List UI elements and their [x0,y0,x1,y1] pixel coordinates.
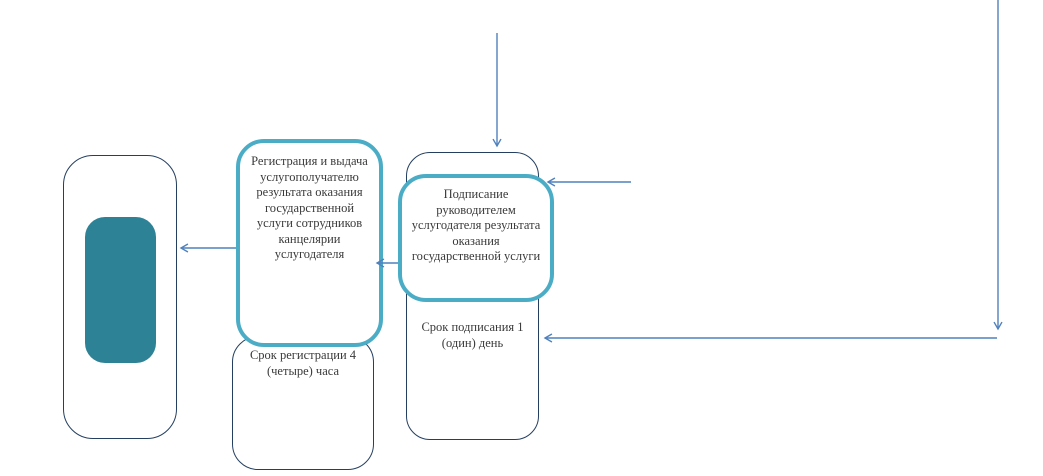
registration-duration-label: Срок регистрации 4 (четыре) часа [249,348,357,378]
signing-duration-label: Срок подписания 1 (один) день [421,320,524,350]
registration-node: Регистрация и выдача услугополучателю ре… [236,139,383,347]
signing-node: Подписание руководителем услугодателя ре… [398,174,554,302]
registration-node-label: Регистрация и выдача услугополучателю ре… [251,154,368,261]
registration-duration-outline [232,336,374,470]
terminal-node-fill [85,217,156,363]
signing-node-label: Подписание руководителем услугодателя ре… [411,187,541,263]
